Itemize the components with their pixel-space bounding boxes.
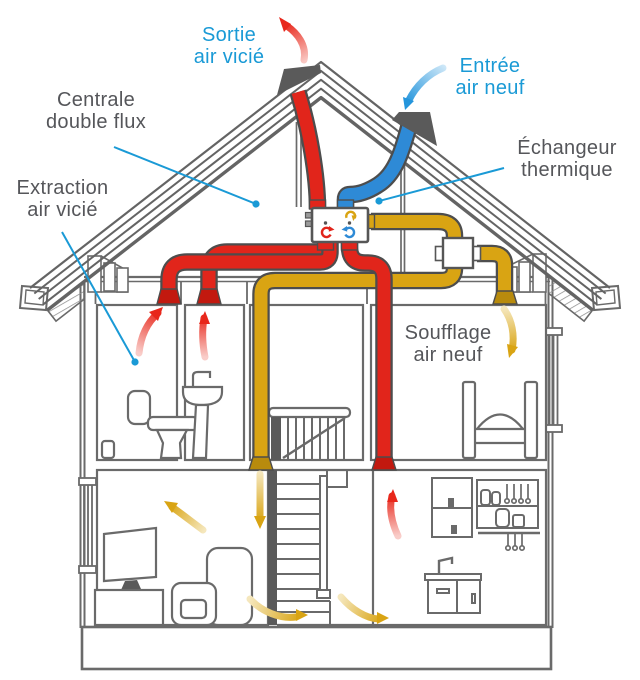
jar [480, 489, 491, 506]
label-line: Centrale [57, 89, 135, 111]
toilet [100, 389, 200, 460]
vent-flanges [156, 288, 518, 471]
jug [495, 508, 510, 528]
thermal-exchanger-box [434, 236, 482, 270]
tv-stand [121, 580, 141, 590]
kitchen-shelf-unit [476, 479, 539, 529]
kitchen-sink-cabinet [424, 556, 482, 614]
flow-arrows [135, 17, 518, 624]
fresh-air-inlet-arrow [403, 64, 447, 110]
label-line: Échangeur [517, 137, 617, 159]
roof-intake-vent [392, 112, 437, 146]
toilet-extract-vent [156, 288, 182, 305]
jar [491, 491, 501, 506]
label-line: Entrée [459, 55, 521, 77]
stair-wall [268, 470, 277, 625]
label-line: air vicié [27, 199, 98, 221]
tv-and-cabinet [93, 526, 165, 627]
label-line: air neuf [413, 344, 483, 366]
label-line: thermique [521, 159, 613, 181]
bedroom [369, 303, 548, 462]
faucet [437, 556, 454, 574]
intake-duct-blue [336, 123, 418, 208]
extraction-arrow-toilet [135, 307, 163, 357]
label-line: air vicié [193, 46, 265, 68]
yellow-cycle-icon [345, 210, 357, 221]
armchair [170, 546, 254, 627]
label-entree-air-neuf: Entrée air neuf [430, 55, 550, 99]
bed [461, 380, 539, 460]
supply-duct-yellow [252, 212, 514, 462]
bedroom-supply-vent [492, 290, 518, 305]
leader-lines [61, 146, 505, 366]
stair-balustrade [267, 406, 352, 460]
label-line: Sortie [201, 24, 257, 46]
label-soufflage-air-neuf: Soufflage air neuf [388, 322, 508, 366]
staircase [277, 470, 348, 624]
extraction-arrow-kitchen [387, 489, 402, 540]
eave-right [547, 273, 622, 323]
blue-cycle-icon [341, 226, 356, 239]
label-echangeur-thermique: Échangeur thermique [497, 137, 637, 181]
kitchen-wall-cabinet [431, 477, 473, 538]
roof-exhaust-vent [277, 65, 321, 95]
label-line: double flux [45, 111, 147, 133]
roof [29, 60, 611, 312]
label-centrale-double-flux: Centrale double flux [16, 89, 176, 133]
kitchen-rail [478, 531, 540, 552]
downspout-left [78, 477, 97, 574]
supply-arrow-bedroom [500, 305, 518, 358]
tv-cabinet [93, 588, 165, 627]
label-sortie-air-vicie: Sortie air vicié [149, 24, 309, 68]
exhaust-riser-red [289, 89, 327, 210]
label-line: Soufflage [404, 322, 492, 344]
tv-screen [102, 526, 158, 583]
hanging-utensils [503, 484, 532, 505]
living-supply-vent [248, 456, 274, 471]
leader-centrale [113, 146, 257, 205]
foundation [80, 625, 553, 671]
bathroom-sink [181, 370, 224, 460]
bathroom-extract-vent [196, 288, 222, 305]
transfer-arrow-under-stairs [246, 595, 308, 621]
label-line: Extraction [16, 177, 109, 199]
transfer-arrow-to-kitchen [337, 593, 389, 624]
extraction-arrow-bathroom [199, 311, 210, 361]
exhaust-air-outlet-arrow [279, 17, 309, 64]
leader-extraction [61, 231, 136, 363]
kitchen-extract-vent [371, 456, 397, 471]
transfer-arrow-living-to-hall [164, 501, 207, 534]
toilet-brush [100, 439, 116, 460]
leader-echangeur [378, 167, 505, 202]
red-cycle-icon [320, 226, 335, 239]
supply-arrow-living-room [254, 470, 266, 529]
jar [512, 514, 525, 528]
label-extraction-air-vicie: Extraction air vicié [0, 177, 125, 221]
double-flux-unit [304, 199, 376, 251]
label-line: air neuf [455, 77, 525, 99]
